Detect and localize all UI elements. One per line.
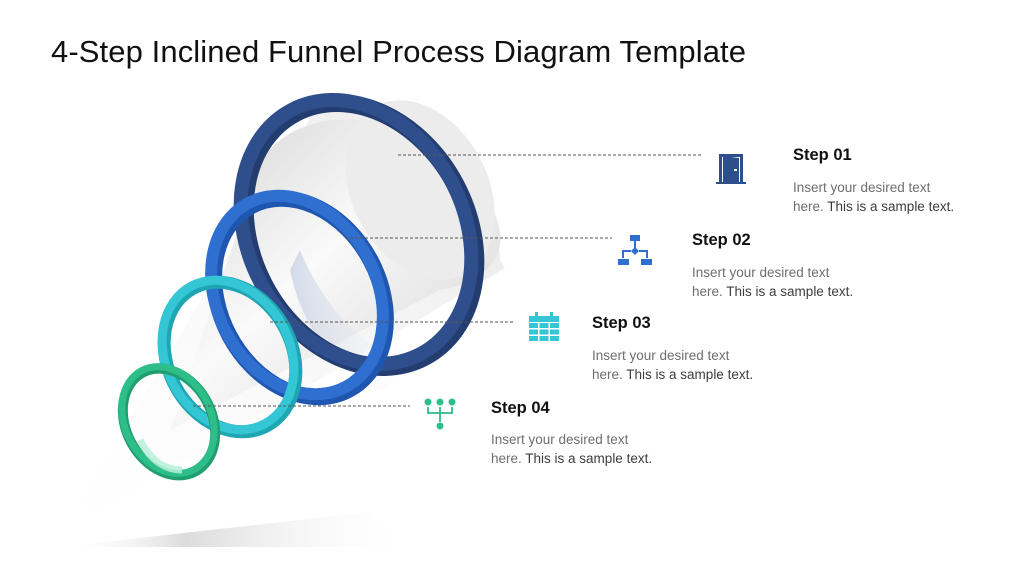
step-04-description: Insert your desired text here. This is a… xyxy=(491,432,653,466)
ring-step-04 xyxy=(117,363,221,481)
step-04-title: Step 04 xyxy=(491,399,550,417)
hierarchy-merge-icon xyxy=(424,398,456,430)
connectors xyxy=(193,154,702,407)
funnel-cone xyxy=(60,100,505,535)
floor-shadow xyxy=(60,512,420,547)
step-01-title: Step 01 xyxy=(793,146,852,164)
slide-title: 4-Step Inclined Funnel Process Diagram T… xyxy=(51,34,747,69)
step-03-description: Insert your desired text here. This is a… xyxy=(592,348,754,382)
ring-step-03 xyxy=(157,275,303,439)
step-02-description: Insert your desired text here. This is a… xyxy=(692,265,854,299)
step-01-description: Insert your desired text here. This is a… xyxy=(793,180,955,214)
flowchart-icon xyxy=(618,235,652,265)
step-02-title: Step 02 xyxy=(692,231,751,249)
ring-step-01 xyxy=(233,93,485,376)
calendar-icon xyxy=(529,312,559,341)
door-icon xyxy=(716,154,746,184)
step-03-title: Step 03 xyxy=(592,314,651,332)
ring-step-02 xyxy=(205,189,394,406)
